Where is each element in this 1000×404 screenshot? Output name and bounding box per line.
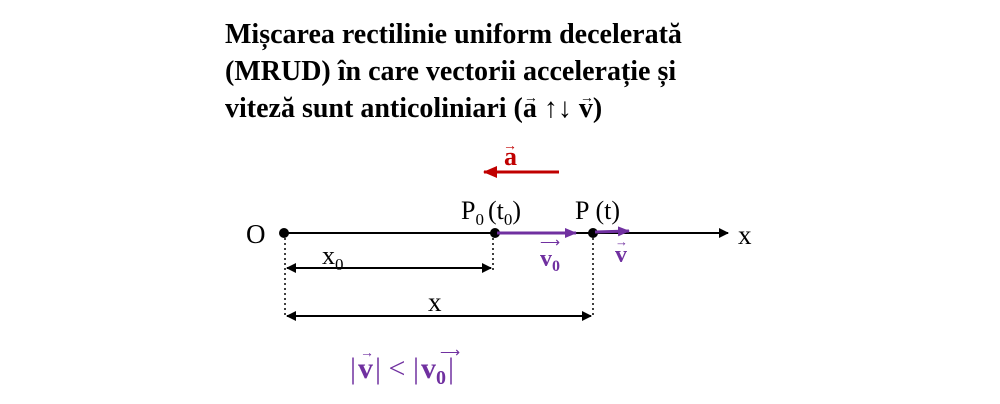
- relation-v-vector-arrow-icon: →: [360, 346, 374, 361]
- title: Mișcarea rectilinie uniform decelerată (…: [225, 16, 825, 127]
- point-p-label: P(t): [575, 196, 620, 225]
- acceleration-vector-arrow-icon: →: [503, 139, 517, 154]
- velocity-v-vector-arrow-icon: →: [615, 234, 628, 249]
- point-p0-label: P0(t0): [461, 196, 521, 229]
- distance-x-label: x: [428, 287, 442, 317]
- velocity-v-label: v: [615, 242, 627, 268]
- point-p0: [490, 228, 500, 238]
- title-vector-a: a→: [523, 90, 538, 127]
- speed-relation: |v| < |v0|: [350, 352, 454, 389]
- origin-label: O: [246, 219, 266, 249]
- title-vector-v-arrow-icon: →: [579, 91, 594, 106]
- relation-v0-vector-arrow-icon: ⟶: [440, 346, 460, 361]
- title-line-3-text: viteză sunt anticoliniari (: [225, 93, 523, 124]
- title-antiparallel-symbol: ↑↓: [543, 93, 572, 124]
- title-vector-a-arrow-icon: →: [523, 91, 538, 106]
- distance-x0-label: x0: [322, 241, 344, 274]
- velocity-v-arrow: [594, 226, 630, 237]
- axis-label-x: x: [738, 220, 752, 250]
- velocity-v0-vector-arrow-icon: ⟶: [540, 236, 560, 251]
- title-line-3: viteză sunt anticoliniari (a→ ↑↓ v→): [225, 90, 825, 127]
- origin-point: [279, 228, 289, 238]
- title-line-3-close: ): [592, 93, 603, 124]
- velocity-v0-label: v0: [540, 246, 560, 275]
- title-vector-v: v→: [579, 90, 594, 127]
- title-line-2: (MRUD) în care vectorii accelerație și: [225, 56, 677, 87]
- title-line-1: Mișcarea rectilinie uniform decelerată: [225, 19, 682, 50]
- acceleration-label: a: [504, 142, 517, 171]
